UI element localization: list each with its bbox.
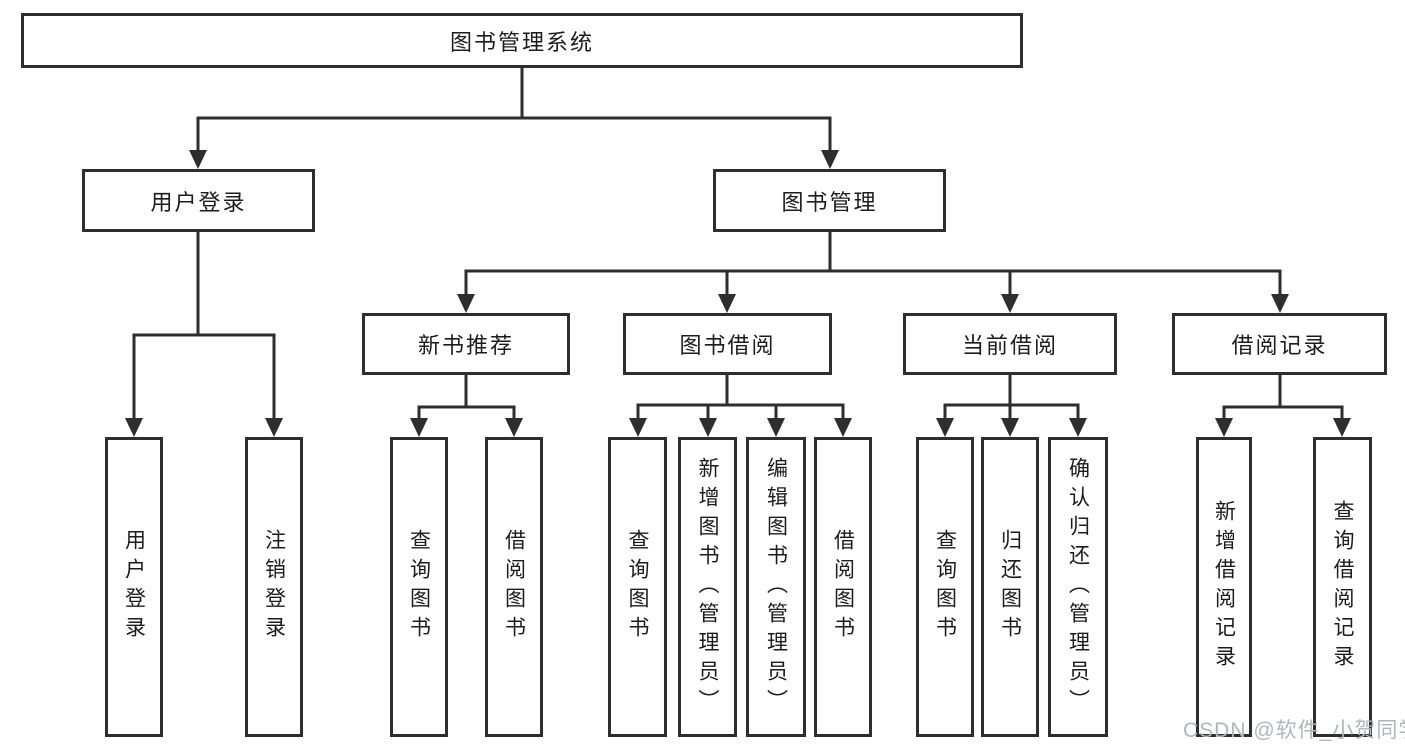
leaf-edit-books-admin: 编辑图书（管理员） — [746, 437, 806, 737]
arrowhead — [410, 418, 428, 437]
leaf-label: 新增图书（管理员） — [696, 456, 719, 718]
arrowhead — [1215, 418, 1233, 437]
node-label: 图书管理系统 — [449, 29, 594, 55]
arrowhead — [1001, 418, 1019, 437]
leaf-label: 归还图书 — [998, 529, 1022, 645]
node-current-borrow: 当前借阅 — [903, 313, 1117, 375]
leaf-query-books: 查询图书 — [390, 437, 448, 737]
leaf-query-books: 查询图书 — [608, 437, 667, 737]
node-label: 借阅记录 — [1231, 333, 1328, 358]
arrowhead — [1001, 294, 1019, 313]
node-label: 图书管理 — [781, 189, 878, 215]
arrowhead — [125, 418, 143, 437]
leaf-label: 借阅图书 — [831, 529, 855, 645]
node-label: 图书借阅 — [679, 333, 776, 358]
leaf-label: 编辑图书（管理员） — [764, 456, 788, 718]
node-label: 新书推荐 — [417, 333, 514, 358]
connector-userlogin-rail — [132, 333, 276, 420]
leaf-label: 查询借阅记录 — [1331, 500, 1354, 674]
csdn-watermark: CSDN @软件_小贺同学 — [1183, 719, 1405, 742]
leaf-add-books-admin: 新增图书（管理员） — [678, 437, 737, 737]
connector-borrowrec-rail — [1222, 405, 1344, 420]
arrowhead — [1271, 294, 1289, 313]
leaf-label: 查询图书 — [626, 529, 649, 645]
arrowhead — [821, 150, 839, 169]
leaf-borrow-books: 借阅图书 — [814, 437, 872, 737]
arrowhead — [505, 418, 523, 437]
leaf-query-books: 查询图书 — [916, 437, 974, 737]
node-root-system: 图书管理系统 — [21, 13, 1023, 68]
node-label: 用户登录 — [150, 189, 247, 215]
arrowhead — [718, 294, 736, 313]
arrowhead — [1333, 418, 1351, 437]
leaf-user-login: 用户登录 — [105, 437, 163, 737]
arrowhead — [1069, 418, 1087, 437]
leaf-label: 用户登录 — [122, 529, 146, 645]
node-book-borrow: 图书借阅 — [623, 313, 832, 375]
leaf-label: 注销登录 — [262, 529, 286, 645]
connector-bookborrow-rail — [636, 403, 845, 420]
leaf-label: 借阅图书 — [502, 529, 526, 645]
leaf-label: 新增借阅记录 — [1212, 500, 1236, 674]
leaf-add-borrow-record: 新增借阅记录 — [1196, 437, 1252, 737]
connector-level2-rail — [464, 269, 1282, 296]
arrowhead — [629, 418, 647, 437]
arrowhead — [265, 418, 283, 437]
node-label: 当前借阅 — [961, 333, 1058, 358]
leaf-label: 确认归还（管理员） — [1066, 456, 1090, 718]
node-new-book-recommend: 新书推荐 — [362, 313, 570, 375]
leaf-label: 查询图书 — [407, 529, 431, 645]
connector-level1-rail — [196, 116, 832, 151]
leaf-borrow-books: 借阅图书 — [485, 437, 543, 737]
arrowhead — [189, 150, 207, 169]
node-user-login: 用户登录 — [82, 169, 315, 232]
node-book-management: 图书管理 — [713, 169, 946, 232]
leaf-query-borrow-record: 查询借阅记录 — [1313, 437, 1372, 737]
leaf-return-books: 归还图书 — [981, 437, 1039, 737]
leaf-logout: 注销登录 — [245, 437, 303, 737]
arrowhead — [834, 418, 852, 437]
leaf-label: 查询图书 — [933, 529, 957, 645]
arrowhead — [457, 294, 475, 313]
connector-curborrow-rail — [943, 403, 1080, 420]
leaf-confirm-return-admin: 确认归还（管理员） — [1048, 437, 1108, 737]
arrowhead — [699, 418, 717, 437]
arrowhead — [936, 418, 954, 437]
arrowhead — [767, 418, 785, 437]
node-borrow-records: 借阅记录 — [1172, 313, 1387, 375]
connector-newrec-rail — [417, 405, 516, 420]
